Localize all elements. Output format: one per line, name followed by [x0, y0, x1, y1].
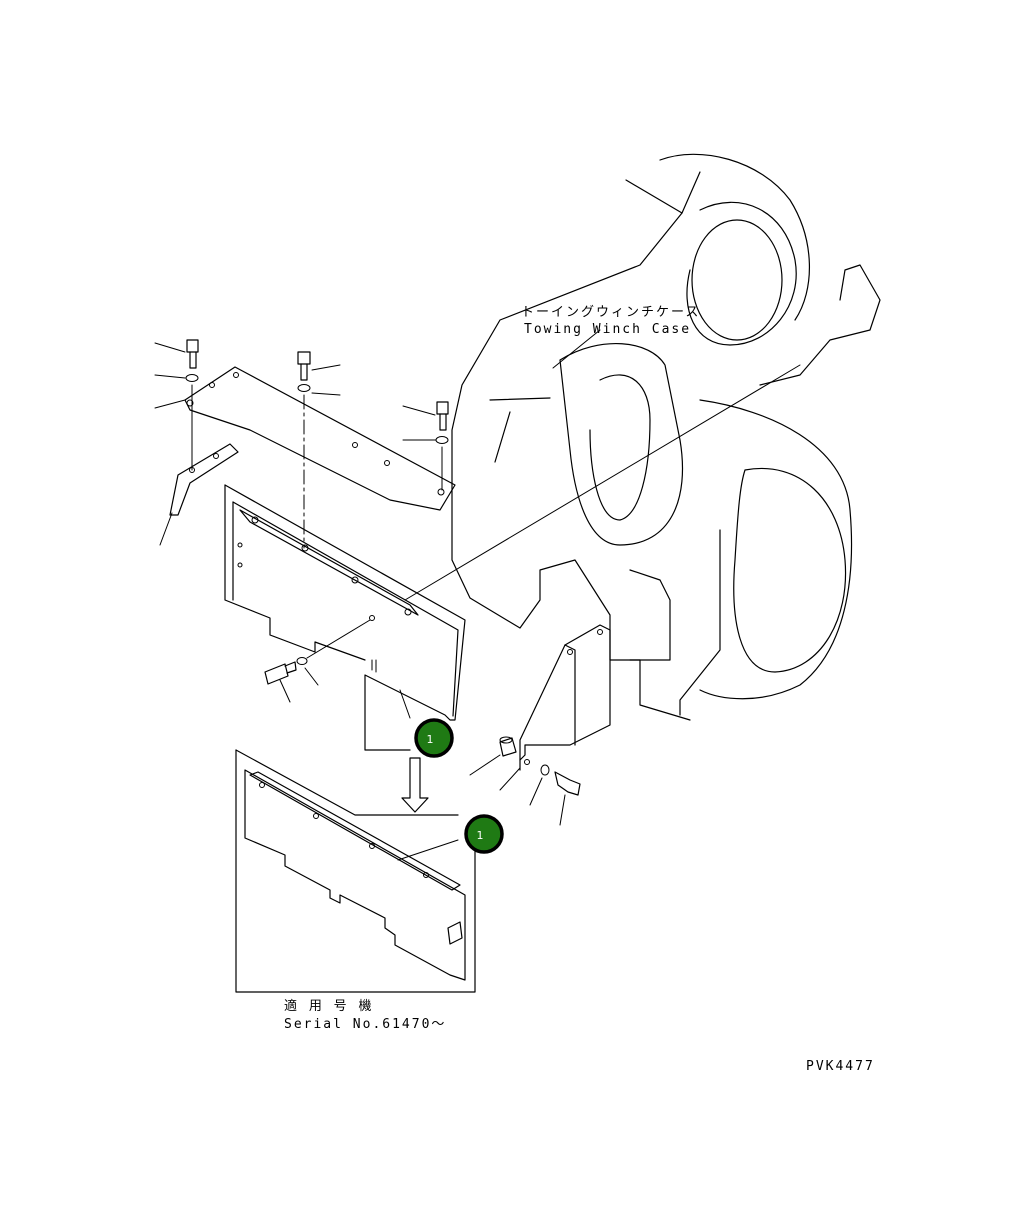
callout-number: 1	[427, 733, 434, 746]
part-leaders	[154, 342, 437, 546]
callout-marker[interactable]: 1	[414, 718, 454, 758]
callout-marker[interactable]: 1	[464, 814, 504, 854]
mounting-plate	[184, 366, 456, 511]
callout-number: 1	[477, 829, 484, 842]
bolt-set-1	[185, 339, 199, 471]
small-bracket	[169, 443, 239, 516]
cover-plate-upper	[224, 484, 466, 751]
bolt-set-2	[297, 351, 311, 549]
bolt-set-3	[435, 401, 449, 491]
case-label-japanese: トーイングウィンチケース	[521, 305, 700, 320]
cover-bolt	[264, 619, 411, 719]
case-label-english: Towing Winch Case	[524, 322, 691, 337]
bracket-hardware	[469, 736, 581, 826]
drawing-id: PVK4477	[806, 1059, 875, 1074]
cover-plate-new	[235, 749, 476, 993]
leader-line	[552, 329, 601, 369]
leader-line	[404, 364, 801, 601]
serial-label-english: Serial No.61470～	[284, 1017, 446, 1032]
arrow-down-icon	[401, 757, 429, 813]
serial-label-japanese: 適 用 号 機	[284, 998, 373, 1014]
support-bracket	[519, 624, 611, 771]
towing-winch-case	[451, 153, 881, 721]
